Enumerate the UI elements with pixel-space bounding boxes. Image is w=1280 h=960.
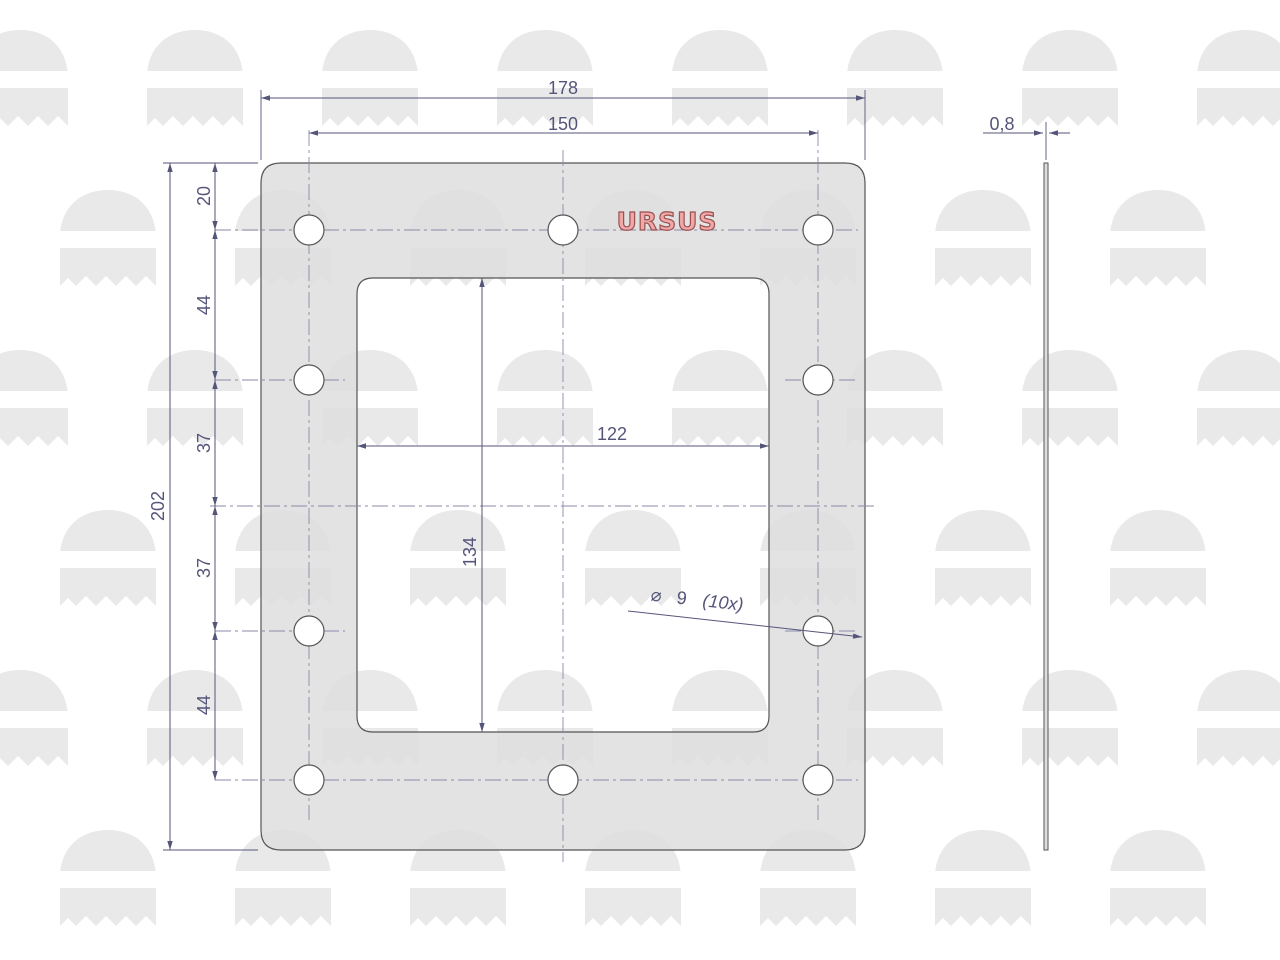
bolt-hole bbox=[293, 764, 325, 796]
dim-hole-diameter: 9 bbox=[676, 587, 688, 608]
ursus-watermark-text: URSUS bbox=[689, 71, 752, 89]
ursus-watermark-text: URSUS bbox=[0, 711, 51, 729]
ursus-watermark-text: URSUS bbox=[77, 871, 140, 889]
bolt-hole bbox=[293, 615, 325, 647]
dim-overall-height: 202 bbox=[148, 491, 168, 521]
dimension-labels: 178 150 0,8 122 134 202 20 44 37 37 44 ⌀… bbox=[148, 78, 1015, 715]
ursus-watermark-text: URSUS bbox=[339, 71, 402, 89]
bolt-hole bbox=[802, 214, 834, 246]
ursus-watermark-text: URSUS bbox=[0, 71, 51, 89]
ursus-watermark-text: URSUS bbox=[952, 871, 1015, 889]
dim-window-height: 134 bbox=[460, 537, 480, 567]
ursus-watermark-text: URSUS bbox=[164, 391, 227, 409]
dim-hole-callout: ⌀ 9 (10x) bbox=[650, 585, 745, 615]
ursus-watermark-text: URSUS bbox=[689, 711, 752, 729]
dim-hole-quantity: (10x) bbox=[702, 590, 745, 614]
ursus-watermark-text: URSUS bbox=[777, 871, 840, 889]
extension-lines bbox=[163, 90, 1047, 851]
bolt-hole bbox=[293, 364, 325, 396]
ursus-watermark-text: URSUS bbox=[1039, 391, 1102, 409]
ursus-watermark-text: URSUS bbox=[1127, 551, 1190, 569]
ursus-watermark-text: URSUS bbox=[427, 551, 490, 569]
ursus-watermark-text: URSUS bbox=[864, 391, 927, 409]
dimension-lines bbox=[167, 95, 1070, 850]
bolt-hole bbox=[802, 764, 834, 796]
ursus-watermark-text: URSUS bbox=[952, 231, 1015, 249]
ursus-watermark-text: URSUS bbox=[1127, 871, 1190, 889]
ursus-watermark-text: URSUS bbox=[1214, 391, 1277, 409]
bolt-holes bbox=[293, 214, 834, 796]
bolt-hole bbox=[547, 764, 579, 796]
ursus-watermark-text: URSUS bbox=[689, 391, 752, 409]
ursus-watermark-text: URSUS bbox=[77, 231, 140, 249]
bolt-hole bbox=[802, 364, 834, 396]
ursus-watermark-text: URSUS bbox=[602, 871, 665, 889]
ursus-watermark-text: URSUS bbox=[164, 711, 227, 729]
ursus-watermark-text: URSUS bbox=[1214, 711, 1277, 729]
dim-pitch-inner-top: 37 bbox=[194, 433, 214, 453]
ursus-logo: URSUS bbox=[617, 207, 718, 236]
dim-pitch-outer-bottom: 44 bbox=[194, 695, 214, 715]
dim-window-width: 122 bbox=[597, 424, 627, 444]
ursus-watermark-text: URSUS bbox=[864, 711, 927, 729]
ursus-watermark-text: URSUS bbox=[0, 391, 51, 409]
ursus-watermark-text: URSUS bbox=[1039, 711, 1102, 729]
ursus-watermark-text: URSUS bbox=[1214, 71, 1277, 89]
ursus-watermark-text: URSUS bbox=[514, 391, 577, 409]
bolt-hole bbox=[547, 214, 579, 246]
ursus-watermark-text: URSUS bbox=[514, 71, 577, 89]
ursus-watermark-text: URSUS bbox=[514, 711, 577, 729]
ursus-watermark-text: URSUS bbox=[952, 551, 1015, 569]
dim-overall-width: 178 bbox=[548, 78, 578, 98]
dim-edge-to-holes: 20 bbox=[194, 186, 214, 206]
dim-pitch-inner-bottom: 37 bbox=[194, 558, 214, 578]
bolt-hole bbox=[802, 615, 834, 647]
bolt-hole bbox=[293, 214, 325, 246]
ursus-watermark-text: URSUS bbox=[77, 551, 140, 569]
ursus-watermark-text: URSUS bbox=[1039, 71, 1102, 89]
ursus-watermark-text: URSUS bbox=[602, 551, 665, 569]
side-view-profile bbox=[1043, 162, 1049, 851]
ursus-watermark-text: URSUS bbox=[1127, 231, 1190, 249]
ursus-watermark-text: URSUS bbox=[252, 871, 315, 889]
dim-hole-span-width: 150 bbox=[548, 114, 578, 134]
dim-pitch-outer-top: 44 bbox=[194, 295, 214, 315]
svg-text:⌀: ⌀ bbox=[650, 585, 663, 606]
dim-thickness: 0,8 bbox=[989, 114, 1014, 134]
ursus-watermark-text: URSUS bbox=[864, 71, 927, 89]
watermark-pattern: URSUS URSUS URSUS URSUS URSUS URSUS URSUS URSUS… bbox=[0, 30, 1280, 926]
ursus-watermark-text: URSUS bbox=[164, 71, 227, 89]
ursus-watermark-text: URSUS bbox=[427, 871, 490, 889]
